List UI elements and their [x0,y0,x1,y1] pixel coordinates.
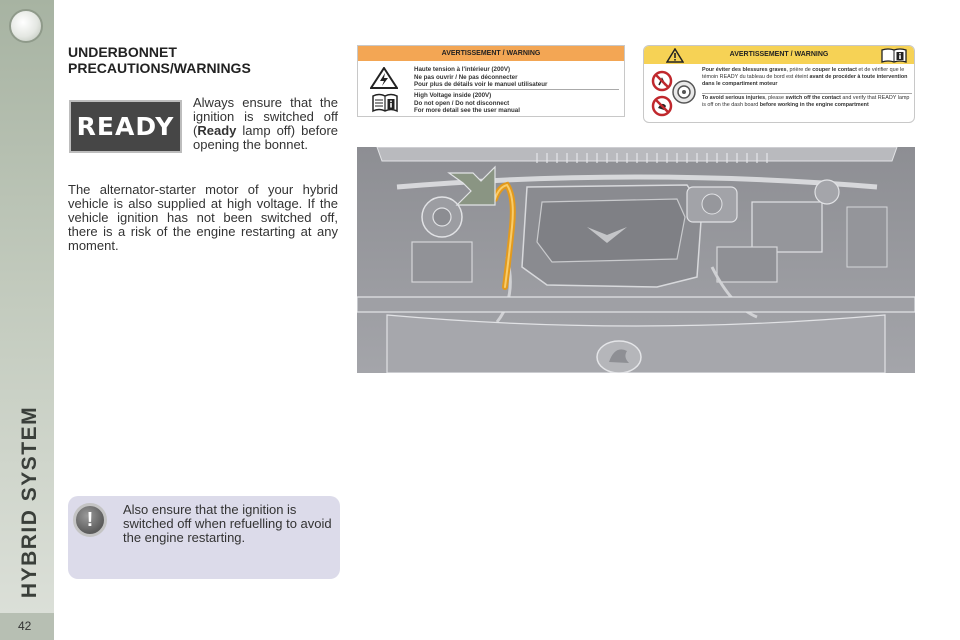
label-header: AVERTISSEMENT / WARNING [358,46,624,61]
note-box [68,496,340,579]
alternator-warning-text: The alternator-starter motor of your hyb… [68,182,338,253]
note-text: Also ensure that the ignition is switche… [123,502,332,545]
ignition-instruction: Always ensure that the ignition is switc… [193,96,338,152]
engine-drawing [357,147,915,373]
ready-keyword: Ready [197,123,237,138]
exclamation-icon: ! [73,503,107,537]
serious-injury-warning-label: AVERTISSEMENT / WARNING Pour éviter des … [643,45,915,123]
ready-lamp-image: READY [69,100,182,153]
label-en-line-1: High Voltage inside (200V) [414,92,492,99]
label-header: AVERTISSEMENT / WARNING [644,46,914,64]
section-bullet-icon [9,9,43,43]
label-fr-bold-1: Pour éviter des blessures graves [702,67,787,73]
label-fr-text-2: et de vérifier que le témoin READY du ta… [702,67,905,80]
ignition-instruction-text: Always ensure that the ignition is switc… [193,95,338,138]
label-fr-line-2: Ne pas ouvrir / Ne pas déconnecter [414,73,518,81]
user-manual-icon [881,48,907,63]
label-en-text-1: , please [765,95,786,101]
label-en-line-3: For more detail see the user manual [414,107,520,115]
page-heading-line-1: UNDERBONNET [68,44,177,60]
page-heading: UNDERBONNET PRECAUTIONS/WARNINGS [68,44,251,76]
label-french-text: Pour éviter des blessures graves, prière… [702,67,912,88]
label-divider [414,89,619,90]
label-en-bold-3: before working in the engine compartment [759,102,869,108]
label-fr-line-1: Haute tension à l'intérieur (200V) [414,66,511,73]
label-english-text: To avoid serious injuries, please switch… [702,95,912,109]
label-en-bold-2: switch off the contact [785,95,841,101]
high-voltage-warning-label: AVERTISSEMENT / WARNING Haute tension à … [357,45,625,117]
label-french-text: Haute tension à l'intérieur (200V) Ne pa… [414,66,547,89]
label-fr-bold-3: avant de procéder à toute intervention d… [702,74,908,87]
label-fr-bold-2: couper le contact [812,67,857,73]
page-heading-line-2: PRECAUTIONS/WARNINGS [68,60,251,76]
high-voltage-warning-icon [370,67,398,89]
label-english-text: High Voltage inside (200V) Do not open /… [414,92,520,115]
engine-compartment-illustration [357,147,915,373]
user-manual-icon [372,93,398,113]
label-en-text-2: and verify that READY lamp is off on the… [702,95,910,108]
label-divider [702,93,912,94]
no-open-no-touch-icons [651,70,696,117]
label-fr-text-1: , prière de [786,67,813,73]
label-fr-line-3: Pour plus de détails voir le manuel util… [414,81,548,89]
warning-triangle-icon [666,48,684,63]
page-number: 42 [0,613,54,640]
section-sidebar [0,0,54,640]
label-en-line-2: Do not open / Do not disconnect [414,99,510,107]
section-title-vertical: HYBRID SYSTEM [18,405,41,599]
ignition-instruction-tail: lamp off) before opening the bonnet. [193,123,338,152]
ready-lamp-text: READY [76,112,175,141]
label-en-bold-1: To avoid serious injuries [702,95,766,101]
